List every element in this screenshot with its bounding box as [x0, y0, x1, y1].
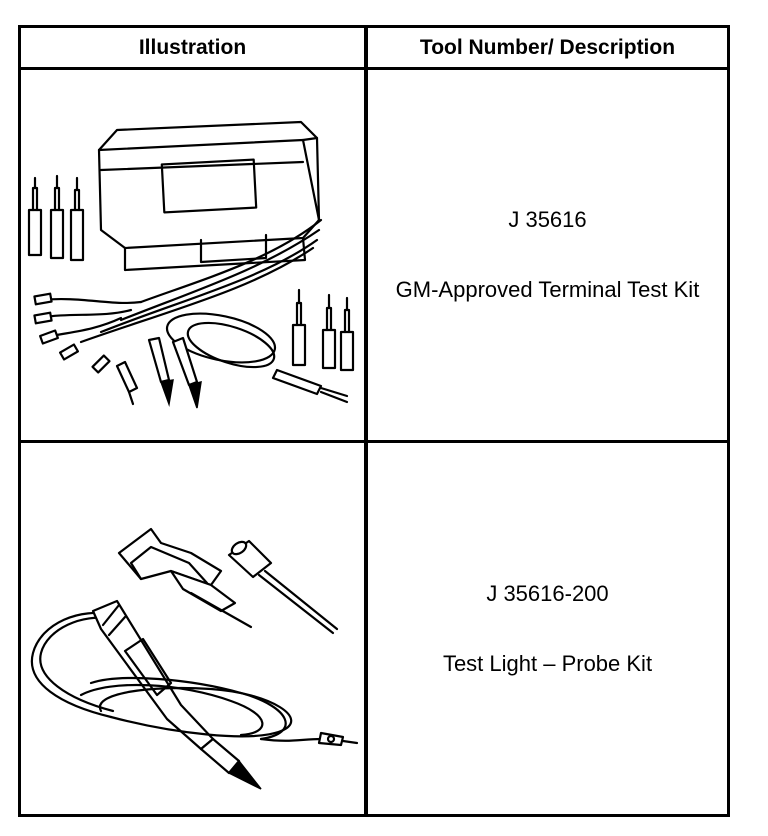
tool-number: J 35616-200	[486, 580, 609, 606]
test-light-probe-icon	[21, 443, 364, 814]
terminal-test-kit-case-with-leads-icon	[21, 70, 364, 440]
column-divider	[364, 28, 368, 814]
row-divider	[21, 440, 727, 443]
tool-number: J 35616	[508, 207, 587, 232]
header-illustration: Illustration	[138, 35, 247, 59]
header-divider	[21, 67, 727, 70]
tool-description: Test Light – Probe Kit	[442, 650, 653, 676]
header-tool-description: Tool Number/ Description	[419, 35, 676, 59]
tool-cell-row-2: J 35616-200 Test Light – Probe Kit	[368, 443, 727, 814]
tool-table: Illustration Tool Number/ Description	[18, 25, 730, 817]
tool-cell-row-1: J 35616 GM-Approved Terminal Test Kit	[368, 70, 727, 440]
tool-description: GM-Approved Terminal Test Kit	[395, 277, 700, 302]
